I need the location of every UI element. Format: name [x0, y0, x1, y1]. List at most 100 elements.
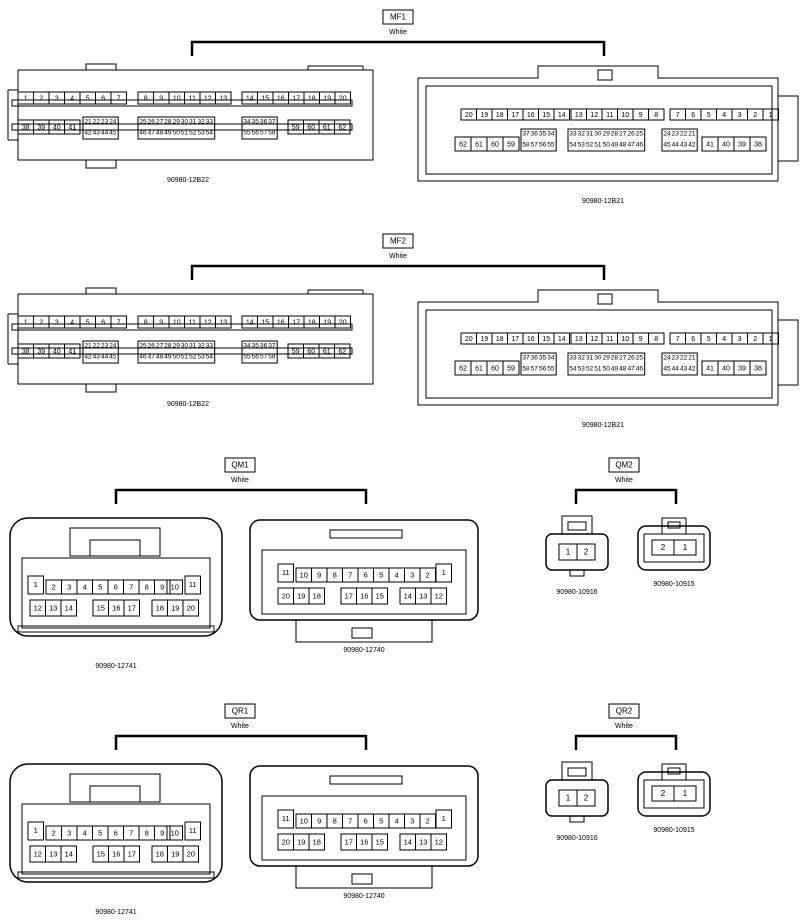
pin-label: 27: [156, 343, 164, 350]
pin-label: 31: [189, 343, 197, 350]
pin-label: 18: [496, 112, 504, 119]
pin-cell: [435, 809, 452, 829]
part-number: 90980-12741: [95, 663, 136, 670]
pin-label: 59: [507, 141, 515, 148]
pin-label: 16: [277, 319, 285, 326]
pin-label: 60: [307, 348, 315, 355]
pin-label: 62: [338, 124, 346, 131]
pin-label: 17: [511, 336, 519, 343]
pin-label: 15: [376, 591, 384, 600]
connector-edge: [778, 95, 799, 162]
pin-label: 5: [379, 570, 383, 579]
pin-label: 42: [688, 366, 696, 373]
pin-label: 38: [754, 365, 762, 372]
pin-label: 1: [24, 319, 28, 326]
lock-tab: [597, 293, 613, 305]
pin-label: 44: [101, 354, 109, 361]
connector-name-box: [382, 9, 414, 25]
pin-label: 43: [680, 142, 688, 149]
pin-label: 62: [459, 365, 467, 372]
pin-label: 55: [243, 130, 251, 137]
bracket-line: [190, 264, 606, 280]
part-number: 90980-12B21: [582, 198, 624, 205]
pin-label: 10: [621, 336, 629, 343]
pin-label: 8: [654, 112, 658, 119]
pin-block: [82, 116, 119, 140]
pin-label: 43: [93, 354, 101, 361]
pin-cell: [184, 821, 201, 841]
pin-label: 8: [144, 319, 148, 326]
pin-label: 7: [129, 582, 133, 591]
pin-label: 18: [308, 319, 316, 326]
pin-label: 21: [84, 119, 92, 126]
pin-cell: [27, 575, 44, 595]
pin-label: 8: [145, 582, 149, 591]
pin-label: 55: [547, 142, 555, 149]
pin-label: 47: [627, 366, 635, 373]
pin-label: 3: [55, 95, 59, 102]
pin-label: 9: [639, 112, 643, 119]
pin-label: 9: [160, 582, 164, 591]
pin-label: 29: [603, 131, 611, 138]
pin-cell: [673, 785, 697, 802]
pin-label: 1: [442, 568, 446, 577]
pin-label: 14: [558, 336, 566, 343]
pin-label: 29: [173, 343, 181, 350]
pin-cell: [60, 845, 77, 863]
connector-color: White: [389, 29, 407, 36]
pin-label: 28: [164, 119, 172, 126]
pin-label: 28: [611, 355, 619, 362]
part-number: 90980-10915: [653, 581, 694, 588]
pin-label: 62: [338, 348, 346, 355]
bracket-line: [190, 40, 606, 56]
pin-label: 11: [189, 95, 196, 102]
pin-label: 50: [603, 142, 611, 149]
pin-label: 6: [114, 828, 118, 837]
pin-label: 12: [590, 336, 598, 343]
pin-label: 44: [101, 130, 109, 137]
pin-label: 16: [527, 336, 535, 343]
pin-label: 30: [181, 343, 189, 350]
pin-label: 12: [204, 95, 212, 102]
pin-label: 20: [282, 591, 290, 600]
pin-label: 43: [93, 130, 101, 137]
pin-label: 62: [459, 141, 467, 148]
pin-cell: [502, 360, 520, 376]
pin-label: 14: [246, 319, 254, 326]
pin-label: 11: [189, 580, 197, 589]
part-number: 90980-12B22: [167, 401, 209, 408]
pin-label: 9: [159, 95, 163, 102]
pin-label: 1: [683, 789, 688, 798]
pin-label: 7: [117, 95, 121, 102]
pin-label: 59: [292, 124, 300, 131]
inner-frame: [261, 549, 467, 615]
pin-label: 15: [542, 112, 550, 119]
pin-label: 19: [297, 591, 305, 600]
pin-label: 1: [769, 112, 773, 119]
pin-label: 58: [522, 366, 530, 373]
pin-label: 15: [376, 837, 384, 846]
pin-label: 57: [531, 366, 539, 373]
pin-label: 34: [547, 355, 555, 362]
pin-block: [137, 340, 216, 364]
pin-label: 22: [93, 343, 101, 350]
top-slot: [329, 775, 403, 785]
pin-label: 58: [268, 130, 276, 137]
pin-label: 23: [672, 355, 680, 362]
pin-label: 53: [578, 142, 586, 149]
pin-label: 38: [22, 348, 30, 355]
pin-label: 14: [558, 112, 566, 119]
pin-label: 37: [268, 343, 276, 350]
pin-label: 38: [754, 141, 762, 148]
pin-label: 2: [52, 828, 56, 837]
pin-label: 4: [395, 570, 399, 579]
inner-frame: [21, 557, 211, 629]
latch-inner: [89, 785, 141, 803]
pin-label: 20: [187, 849, 195, 858]
pin-label: 17: [128, 849, 136, 858]
pin-label: 17: [511, 112, 519, 119]
pin-label: 56: [539, 142, 547, 149]
pin-label: 2: [661, 789, 666, 798]
pin-label: 20: [282, 837, 290, 846]
